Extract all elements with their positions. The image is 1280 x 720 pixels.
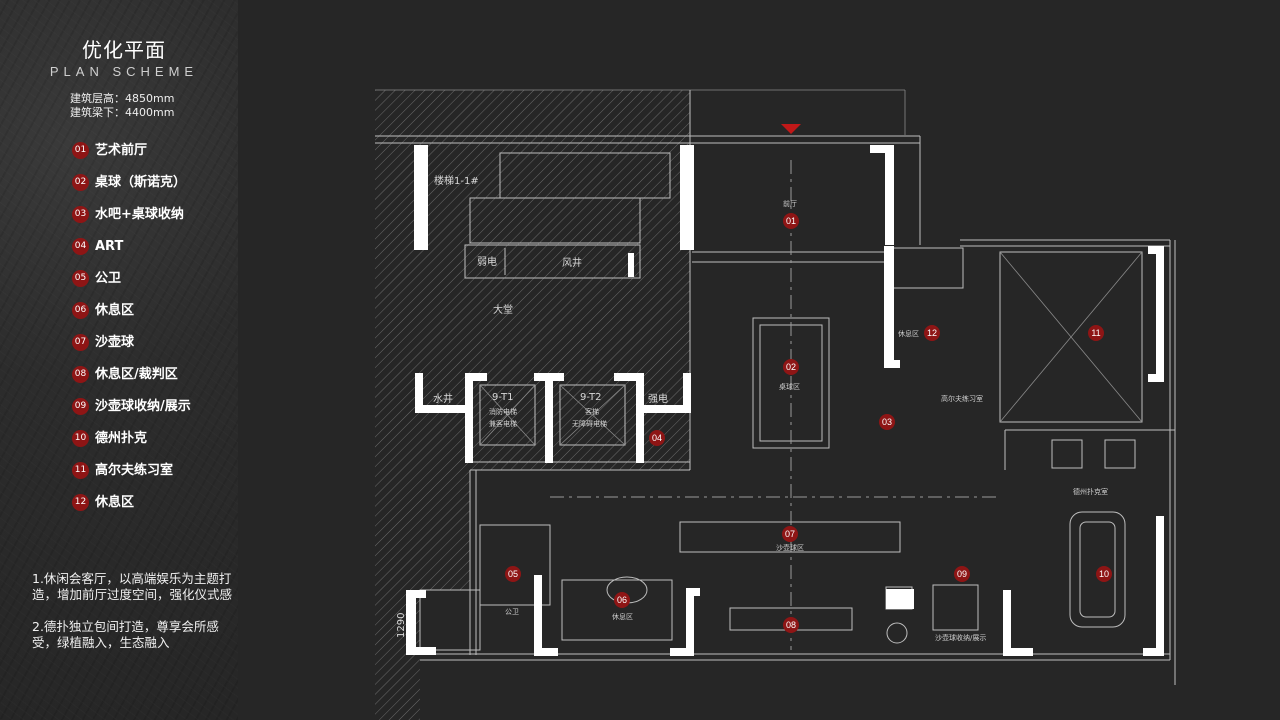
label-rest-area: 休息区 [898, 329, 919, 338]
structural-walls [406, 145, 1164, 656]
label-t1-a: 消防电梯 [489, 407, 517, 416]
legend-label: 高尔夫练习室 [95, 463, 174, 478]
label-rest-area-2: 休息区 [612, 612, 633, 621]
room-marker-03: 03 [879, 414, 895, 430]
legend-item: 01 艺术前厅 [72, 142, 191, 174]
legend-number-badge: 10 [72, 430, 89, 447]
legend-item: 05 公卫 [72, 270, 191, 302]
legend-label: ART [95, 239, 124, 254]
room-marker-number: 07 [785, 529, 795, 539]
room-marker-07: 07 [782, 526, 798, 542]
room-marker-10: 10 [1096, 566, 1112, 582]
legend-label: 德州扑克 [95, 431, 148, 446]
room-marker-number: 02 [786, 362, 796, 372]
label-strong-current: 强电 [648, 392, 668, 405]
note-1: 1.休闲会客厅，以高端娱乐为主题打造，增加前厅过度空间，强化仪式感 [32, 571, 233, 602]
room-marker-number: 01 [786, 216, 796, 226]
room-marker-11: 11 [1088, 325, 1104, 341]
label-t1-id: 9-T1 [492, 392, 514, 403]
room-marker-05: 05 [505, 566, 521, 582]
room-marker-number: 09 [957, 569, 967, 579]
floor-height-spec: 建筑层高：4850mm [70, 92, 175, 105]
legend-number-badge: 01 [72, 142, 89, 159]
page-title: 优化平面 [82, 38, 166, 62]
legend-item: 11 高尔夫练习室 [72, 462, 191, 494]
label-front-hall: 前厅 [783, 199, 797, 208]
room-marker-number: 10 [1099, 569, 1109, 579]
legend-label: 沙壶球 [95, 335, 135, 350]
legend-item: 06 休息区 [72, 302, 191, 334]
room-marker-number: 03 [882, 417, 892, 427]
room-marker-number: 12 [927, 328, 937, 338]
room-marker-08: 08 [783, 617, 799, 633]
label-water-shaft: 水井 [433, 392, 453, 405]
label-t2-b: 无障碍电梯 [572, 419, 607, 428]
page-subtitle: PLAN SCHEME [49, 64, 199, 79]
legend-item: 12 休息区 [72, 494, 191, 526]
room-marker-01: 01 [783, 213, 799, 229]
legend-number-badge: 07 [72, 334, 89, 351]
legend-number-badge: 05 [72, 270, 89, 287]
label-poker-room: 德州扑克室 [1073, 487, 1108, 496]
room-marker-number: 08 [786, 620, 796, 630]
info-panel [0, 0, 238, 720]
label-shuffleboard-area: 沙壶球区 [776, 543, 804, 552]
label-golf-room: 高尔夫练习室 [941, 394, 983, 403]
legend-number-badge: 04 [72, 238, 89, 255]
label-stair: 楼梯1-1# [434, 174, 479, 187]
legend-number-badge: 02 [72, 174, 89, 191]
legend-number-badge: 06 [72, 302, 89, 319]
label-t1-b: 兼客电梯 [489, 419, 517, 428]
legend-number-badge: 11 [72, 462, 89, 479]
legend-label: 休息区 [95, 495, 135, 510]
beam-height-spec: 建筑梁下：4400mm [70, 106, 175, 119]
label-t2-a: 客梯 [585, 407, 599, 416]
entrance-arrow-icon [781, 124, 801, 134]
legend-item: 02 桌球（斯诺克） [72, 174, 191, 206]
legend-label: 休息区/裁判区 [95, 367, 178, 382]
hatched-core-area [375, 90, 690, 720]
label-air-shaft: 风井 [562, 256, 582, 269]
label-lobby: 大堂 [493, 303, 513, 316]
room-marker-04: 04 [649, 430, 665, 446]
legend-item: 03 水吧+桌球收纳 [72, 206, 191, 238]
legend-number-badge: 03 [72, 206, 89, 223]
room-markers: 01 02 03 04 05 06 07 08 09 10 11 12 [505, 213, 1112, 633]
note-2: 2.德扑独立包间打造，尊享会所感受，绿植融入，生态融入 [32, 619, 219, 650]
legend-item: 04 ART [72, 238, 191, 270]
legend-number-badge: 08 [72, 366, 89, 383]
room-marker-number: 11 [1091, 328, 1100, 338]
legend-number-badge: 09 [72, 398, 89, 415]
legend: 01 艺术前厅 02 桌球（斯诺克） 03 水吧+桌球收纳 04 ART 05 公卫 06 休息区 07… [72, 142, 191, 526]
legend-item: 10 德州扑克 [72, 430, 191, 462]
room-marker-number: 05 [508, 569, 518, 579]
legend-item: 09 沙壶球收纳/展示 [72, 398, 191, 430]
label-t2-id: 9-T2 [580, 392, 602, 403]
legend-label: 艺术前厅 [95, 143, 148, 158]
room-marker-number: 04 [652, 433, 662, 443]
room-marker-06: 06 [614, 592, 630, 608]
label-billiard-area: 桌球区 [779, 382, 800, 391]
legend-label: 桌球（斯诺克） [95, 175, 187, 190]
room-marker-02: 02 [783, 359, 799, 375]
label-storage: 沙壶球收纳/展示 [935, 633, 986, 642]
legend-item: 07 沙壶球 [72, 334, 191, 366]
legend-label: 公卫 [95, 271, 122, 286]
design-notes: 1.休闲会客厅，以高端娱乐为主题打造，增加前厅过度空间，强化仪式感 2.德扑独立… [32, 571, 232, 667]
plan-text-labels: 楼梯1-1# 弱电 风井 大堂 水井 强电 9-T1 消防电梯 兼客电梯 9-T… [396, 174, 1108, 642]
legend-item: 08 休息区/裁判区 [72, 366, 191, 398]
plan-lines [375, 89, 1176, 685]
legend-label: 休息区 [95, 303, 135, 318]
room-marker-09: 09 [954, 566, 970, 582]
legend-label: 沙壶球收纳/展示 [95, 399, 191, 414]
dimension-1290: 1290 [396, 613, 407, 638]
label-weak-current: 弱电 [477, 255, 497, 268]
legend-number-badge: 12 [72, 494, 89, 511]
legend-label: 水吧+桌球收纳 [95, 207, 184, 222]
label-wc: 公卫 [505, 608, 519, 616]
room-marker-12: 12 [924, 325, 940, 341]
room-marker-number: 06 [617, 595, 627, 605]
